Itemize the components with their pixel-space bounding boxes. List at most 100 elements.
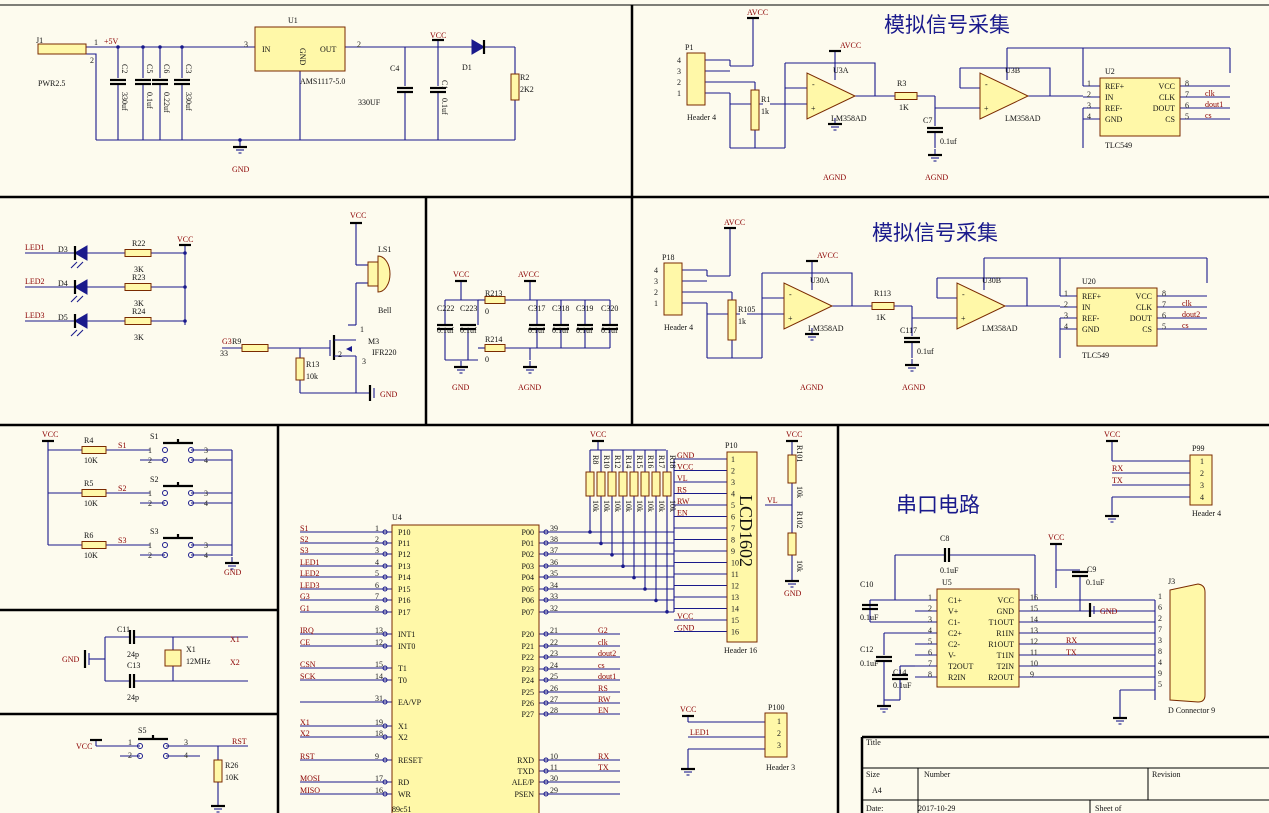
cap-c318-value: 0.1uf [552, 326, 569, 335]
title-analog-1: 模拟信号采集 [884, 13, 1010, 37]
header-a2-pin-1: 3 [654, 277, 658, 286]
agnd-a1-1 [828, 118, 842, 131]
mcu-lnum-8: 13 [375, 626, 383, 635]
opamp-a1-b-label: U3B [1005, 66, 1020, 75]
u5-rpin-0: VCC [998, 596, 1014, 605]
sw-1-p1: 1 [148, 489, 152, 498]
c11-value: 24p [127, 650, 139, 659]
adc-a1-label: U2 [1105, 67, 1115, 76]
mcu-rpin-12: P24 [522, 676, 534, 685]
p10-pin-11: 12 [731, 582, 739, 591]
svg-text:+: + [961, 314, 966, 323]
led-res-value-2: 3K [134, 333, 144, 342]
resistor-r26 [213, 759, 223, 783]
header-a2 [663, 262, 683, 316]
mcu-rpin-11: P23 [522, 665, 534, 674]
lcd-title: LCD1602 [736, 495, 756, 567]
mcu-rpin-14: P26 [522, 699, 534, 708]
cap-a1-value: 0.1uf [940, 137, 957, 146]
resistor-r13 [295, 357, 305, 381]
cap-c3-value: 330uf [184, 92, 193, 111]
mcu-lnum-5: 6 [375, 581, 379, 590]
avcc-label-1: AVCC [747, 8, 768, 17]
mcu-lnum-7: 8 [375, 604, 379, 613]
mcu-lnet-11: SCK [300, 672, 316, 681]
ground-db9 [1113, 712, 1127, 725]
cap-c6-name: C6 [162, 64, 171, 73]
mcu-lnet-3: LED1 [300, 558, 320, 567]
switch-label-2: S3 [150, 527, 158, 536]
mcu-lpin-2: P12 [398, 550, 410, 559]
mosfet-label: M3 [368, 337, 379, 346]
cap-c319 [577, 323, 593, 331]
mcu-lnet-14: X2 [300, 729, 310, 738]
c14-label: C14 [893, 668, 906, 677]
cap-c13 [128, 674, 136, 688]
u5-lpin-3: C2+ [948, 629, 962, 638]
opamp-a2-b: -+ [956, 282, 1007, 330]
key-res-0: R4 [84, 436, 93, 445]
key-res-1: R5 [84, 479, 93, 488]
decoup-avcc: AVCC [518, 270, 539, 279]
mcu-lpin-14: X2 [398, 733, 408, 742]
g3-net: G3 [222, 337, 232, 346]
p99-type: Header 4 [1192, 509, 1221, 518]
c10-label: C10 [860, 580, 873, 589]
mcu-rnet-16: RX [598, 752, 609, 761]
mcu-rnum-2: 37 [550, 546, 558, 555]
adc-a1-lnum-3: 4 [1087, 112, 1091, 121]
header-a2-pin-2: 2 [654, 288, 658, 297]
tb-sheet: Sheet of [1095, 804, 1122, 813]
u5-lpin-6: T2OUT [948, 662, 973, 671]
mcu-rnet-14: RW [598, 695, 611, 704]
bell-vcc-label: VCC [350, 211, 366, 220]
led-net-0: LED1 [25, 243, 45, 252]
mcu-rnum-5: 34 [550, 581, 558, 590]
mcu-lnum-0: 1 [375, 524, 379, 533]
adc-a1 [1099, 77, 1181, 137]
c4-label: C4 [390, 64, 399, 73]
mcu-lpin-10: T1 [398, 664, 407, 673]
cap-c318 [553, 323, 569, 331]
r214-label: R214 [485, 335, 502, 344]
opamp-a1-b: -+ [979, 72, 1030, 120]
cap-c318-label: C318 [552, 304, 569, 313]
c9-label: C9 [1087, 565, 1096, 574]
p10-net-2: VL [677, 474, 688, 483]
mcu-rpin-19: PSEN [514, 790, 534, 799]
bell-gnd-label: GND [380, 390, 398, 399]
cap-c8 [943, 548, 951, 562]
switch-label-1: S2 [150, 475, 158, 484]
resistor-pullup-1 [596, 471, 606, 497]
mcu-lnet-16: MOSI [300, 774, 320, 783]
r26-value: 10K [225, 773, 239, 782]
u5-lpin-2: C1- [948, 618, 960, 627]
header-a1-pin-2: 2 [677, 78, 681, 87]
mcu-rpin-15: P27 [522, 710, 534, 719]
mcu-lpin-8: INT1 [398, 630, 415, 639]
mcu-lpin-1: P11 [398, 539, 410, 548]
mcu-rnum-0: 39 [550, 524, 558, 533]
adc-a1-lnum-0: 1 [1087, 79, 1091, 88]
mosfet-pin-3: 3 [362, 357, 366, 366]
mosfet-pin-1: 1 [360, 325, 364, 334]
p10-pin-8: 9 [731, 547, 735, 556]
p10-net-4: RW [677, 497, 690, 506]
p100-pin-1: 2 [777, 729, 781, 738]
adc-a1-rnum-1: 7 [1185, 90, 1189, 99]
ams1117-regulator [254, 26, 346, 72]
xtal-net-1: X1 [230, 635, 240, 644]
resistor-led-1 [124, 283, 152, 291]
u5-lnum-6: 7 [928, 659, 932, 668]
p10-net-15: GND [677, 624, 695, 633]
p10-pin-6: 7 [731, 524, 735, 533]
mcu-rpin-4: P04 [522, 573, 534, 582]
uart-vcc: VCC [1048, 533, 1064, 542]
j3-type: D Connector 9 [1168, 706, 1215, 715]
u1-label: U1 [288, 16, 298, 25]
adc-a2-lpin-2: REF- [1082, 314, 1100, 323]
u5-rnum-7: 9 [1030, 670, 1034, 679]
adc-a2-lnum-3: 4 [1064, 322, 1068, 331]
u5-rnum-4: 12 [1030, 637, 1038, 646]
led-diode-0: D3 [58, 245, 68, 254]
